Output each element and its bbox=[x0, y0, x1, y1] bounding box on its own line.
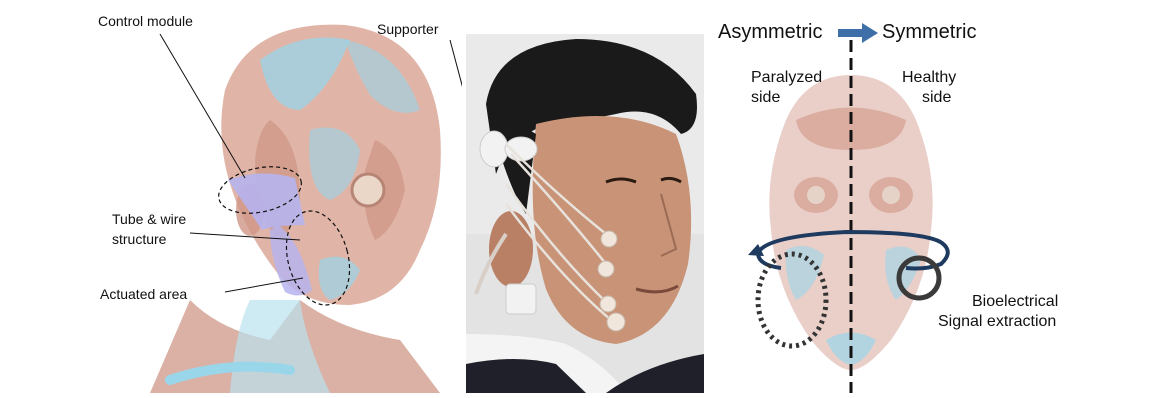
healthy-side-label-line2: side bbox=[922, 88, 951, 108]
paralyzed-side-label-line2: side bbox=[751, 88, 780, 108]
anatomy-panel-left: Control module Supporter Tube & wire str… bbox=[0, 0, 462, 393]
symmetric-label: Symmetric bbox=[882, 20, 976, 44]
supporter-label: Supporter bbox=[377, 20, 438, 38]
control-module-label: Control module bbox=[98, 12, 193, 30]
actuated-area-label: Actuated area bbox=[100, 285, 187, 303]
paralyzed-side-label-line1: Paralyzed bbox=[751, 68, 822, 88]
subject-photo bbox=[466, 34, 704, 393]
bioelectrical-label-line2: Signal extraction bbox=[938, 312, 1056, 332]
tube-wire-label-line2: structure bbox=[112, 230, 166, 248]
tube-wire-label-line1: Tube & wire bbox=[112, 210, 186, 228]
bioelectrical-label-line1: Bioelectrical bbox=[972, 292, 1058, 312]
asymmetric-label: Asymmetric bbox=[718, 20, 822, 44]
photo-panel bbox=[466, 34, 704, 393]
healthy-side-label-line1: Healthy bbox=[902, 68, 956, 88]
symmetry-panel-right: Asymmetric Symmetric Paralyzed side Heal… bbox=[706, 0, 1151, 393]
symmetry-illustration bbox=[706, 0, 1151, 393]
anatomy-illustration-left bbox=[0, 0, 462, 393]
